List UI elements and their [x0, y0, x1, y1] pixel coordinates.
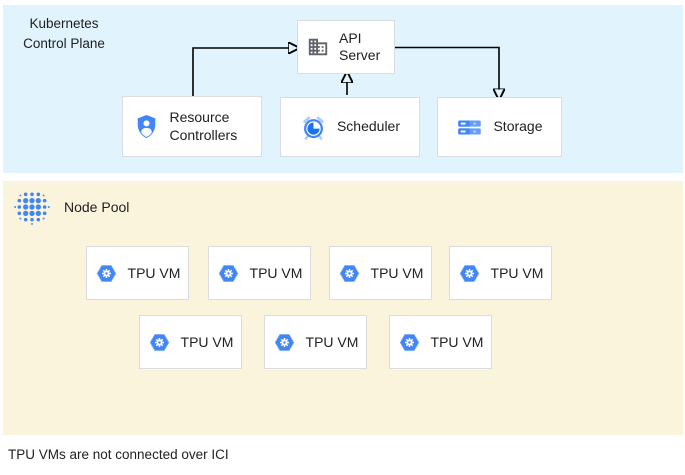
- scheduler-node: Scheduler: [280, 97, 420, 157]
- tpu-vm-label: TPU VM: [305, 334, 359, 350]
- api-server-node: API Server: [297, 20, 395, 74]
- storage-label: Storage: [493, 118, 543, 135]
- dot-matrix-icon: [14, 192, 50, 225]
- tpu-vm-node: TPU VM: [329, 246, 432, 300]
- tpu-vm-node: TPU VM: [389, 315, 492, 369]
- node-pool-header: Node Pool: [13, 188, 129, 226]
- tpu-vm-label: TPU VM: [249, 265, 303, 281]
- resource-controllers-label: Resource Controllers: [169, 109, 238, 143]
- building-icon: [308, 38, 328, 56]
- tpu-hexagon-icon: [149, 333, 169, 351]
- tpu-vm-node: TPU VM: [86, 246, 189, 300]
- storage-disks-icon: [458, 120, 482, 134]
- tpu-hexagon-icon: [96, 264, 116, 282]
- tpu-vm-label: TPU VM: [490, 265, 544, 281]
- tpu-vm-label: TPU VM: [430, 334, 484, 350]
- node-pool-region: [3, 181, 683, 435]
- alarm-clock-icon: [303, 116, 324, 140]
- tpu-vm-label: TPU VM: [370, 265, 424, 281]
- control-plane-label: Kubernetes Control Plane: [23, 16, 105, 51]
- tpu-vm-label: TPU VM: [180, 334, 234, 350]
- tpu-hexagon-icon: [459, 264, 479, 282]
- tpu-vm-node: TPU VM: [264, 315, 367, 369]
- tpu-hexagon-icon: [399, 333, 419, 351]
- diagram-caption: TPU VMs are not connected over ICI: [8, 447, 229, 462]
- storage-node: Storage: [437, 97, 562, 157]
- tpu-vm-node: TPU VM: [208, 246, 311, 300]
- tpu-vm-label: TPU VM: [127, 265, 181, 281]
- resource-controllers-node: Resource Controllers: [122, 96, 262, 157]
- shield-person-icon: [137, 115, 155, 138]
- api-server-label: API Server: [339, 29, 381, 64]
- tpu-vm-node: TPU VM: [139, 315, 242, 369]
- tpu-hexagon-icon: [274, 333, 294, 351]
- scheduler-label: Scheduler: [336, 118, 401, 135]
- tpu-hexagon-icon: [218, 264, 238, 282]
- tpu-hexagon-icon: [339, 264, 359, 282]
- tpu-vm-node: TPU VM: [449, 246, 552, 300]
- node-pool-label: Node Pool: [64, 199, 130, 215]
